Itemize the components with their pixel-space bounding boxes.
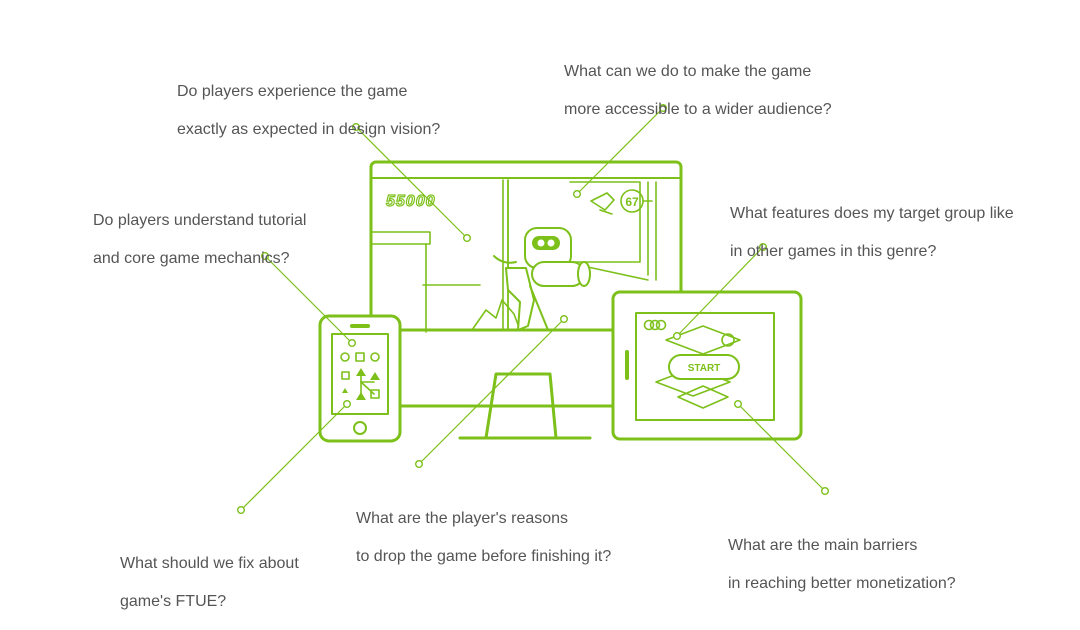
- question-line: game's FTUE?: [120, 593, 227, 610]
- question-accessibility: What can we do to make the game more acc…: [564, 43, 832, 138]
- monitor-hud: [590, 189, 653, 215]
- question-line: more accessible to a wider audience?: [564, 101, 832, 118]
- question-monetization: What are the main barriers in reaching b…: [728, 517, 956, 612]
- question-line: and core game mechanics?: [93, 250, 290, 267]
- tablet-icon: [611, 290, 803, 441]
- question-drop-reasons: What are the player's reasons to drop th…: [356, 490, 611, 585]
- question-line: to drop the game before finishing it?: [356, 548, 612, 565]
- question-line: What features does my target group like: [730, 205, 1014, 222]
- score-readout: 55000: [386, 193, 436, 210]
- question-line: What can we do to make the game: [564, 63, 812, 80]
- question-design-vision: Do players experience the game exactly a…: [177, 63, 440, 158]
- devices-illustration: 55000 67 START: [236, 103, 830, 515]
- question-genre-features: What features does my target group like …: [730, 185, 1014, 280]
- question-line: Do players understand tutorial: [93, 212, 307, 229]
- question-line: in reaching better monetization?: [728, 575, 956, 592]
- smartphone-icon: [318, 314, 402, 443]
- question-ftue: What should we fix about game's FTUE?: [120, 535, 299, 630]
- connector-lines: [240, 107, 826, 511]
- question-tutorial: Do players understand tutorial and core …: [93, 192, 306, 287]
- robot-character-icon: [493, 227, 591, 331]
- question-line: What are the player's reasons: [356, 510, 569, 527]
- connector-nodes: [236, 103, 830, 515]
- start-button: START: [688, 363, 721, 374]
- question-line: exactly as expected in design vision?: [177, 121, 441, 138]
- health-readout: 67: [625, 195, 639, 209]
- question-line: in other games in this genre?: [730, 243, 937, 260]
- question-line: What should we fix about: [120, 555, 299, 572]
- question-line: Do players experience the game: [177, 83, 408, 100]
- question-line: What are the main barriers: [728, 537, 918, 554]
